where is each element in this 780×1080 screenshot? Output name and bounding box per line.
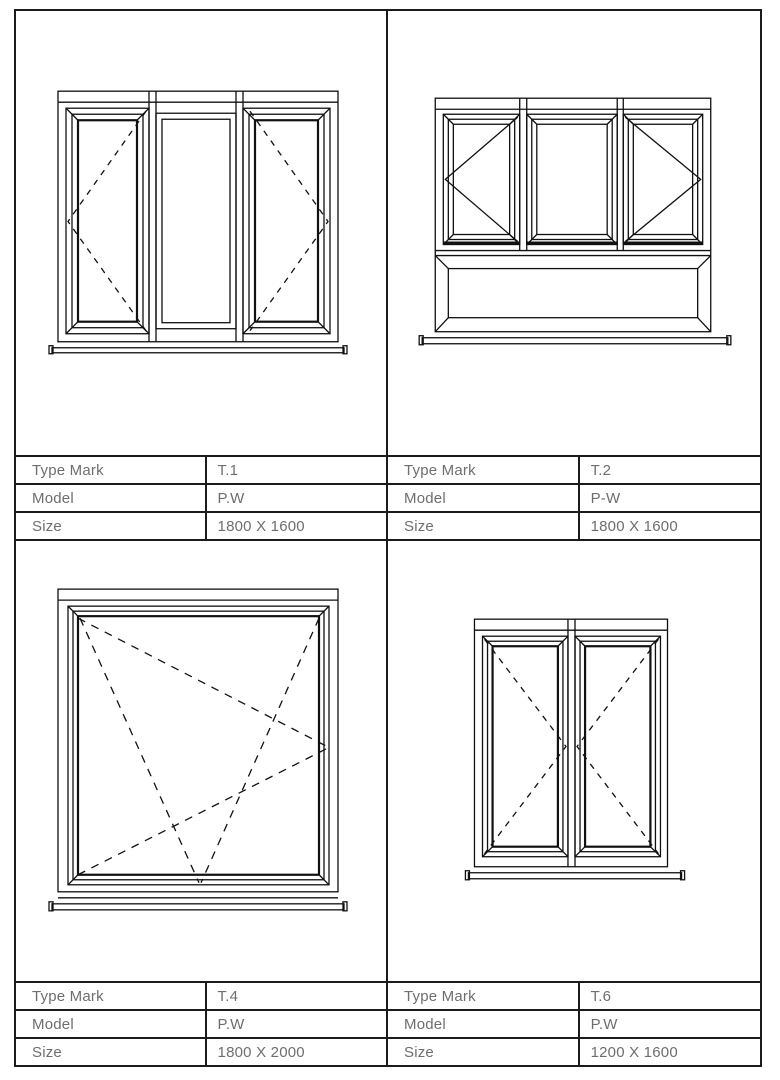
table-row: Size 1200 X 1600 [388, 1037, 760, 1065]
row-value: T.4 [217, 987, 239, 1005]
window-frame [434, 97, 712, 333]
window-sill [418, 335, 732, 346]
row-label: Model [388, 1011, 580, 1037]
window-frame [57, 90, 339, 343]
row-label: Model [16, 485, 207, 511]
row-label: Size [16, 513, 207, 539]
table-row: Size 1800 X 2000 [16, 1037, 386, 1065]
right-casement-sash [622, 113, 704, 246]
row-label: Type Mark [388, 457, 580, 483]
window-drawing-t1 [48, 90, 348, 355]
transom-bar [435, 249, 711, 257]
tilt-turn-symbol [77, 617, 330, 884]
casement-symbol [624, 116, 702, 243]
row-label: Size [16, 1039, 207, 1065]
right-casement-sash [574, 635, 662, 858]
window-frame [57, 588, 339, 893]
schedule-cell-t4: Type Mark T.4 Model P.W Size 1800 X 2000 [16, 541, 388, 1065]
lower-fixed-panel [434, 255, 712, 333]
row-value: 1800 X 1600 [590, 517, 678, 535]
left-casement-sash [481, 635, 569, 858]
row-value: 1200 X 1600 [590, 1043, 678, 1061]
table-row: Model P-W [388, 483, 760, 511]
window-elevation-t6 [388, 541, 760, 981]
row-value: P.W [217, 489, 245, 507]
row-value: T.6 [590, 987, 612, 1005]
row-label: Model [16, 1011, 207, 1037]
row-value: P.W [590, 1015, 618, 1033]
row-value: T.2 [590, 461, 612, 479]
right-casement-sash [242, 107, 331, 335]
row-value: 1800 X 2000 [217, 1043, 305, 1061]
schedule-cell-t6: Type Mark T.6 Model P.W Size 1200 X 1600 [388, 541, 760, 1065]
window-sill [464, 870, 686, 881]
center-fixed-panel [155, 112, 237, 330]
casement-symbol [67, 110, 147, 332]
left-casement-sash [442, 113, 521, 246]
window-sill [48, 897, 348, 912]
table-row: Type Mark T.1 [16, 457, 386, 483]
table-row: Size 1800 X 1600 [388, 511, 760, 539]
window-sill [48, 345, 348, 355]
table-row: Type Mark T.6 [388, 983, 760, 1009]
window-elevation-t1 [16, 11, 386, 455]
table-row: Type Mark T.2 [388, 457, 760, 483]
casement-symbol [444, 116, 519, 243]
row-value: T.1 [217, 461, 239, 479]
row-label: Size [388, 513, 580, 539]
table-row: Model P.W [388, 1009, 760, 1037]
row-label: Model [388, 485, 580, 511]
window-drawing-t4 [48, 588, 348, 912]
type-table-t2: Type Mark T.2 Model P-W Size 1800 X 1600 [388, 455, 760, 539]
table-row: Model P.W [16, 483, 386, 511]
type-table-t4: Type Mark T.4 Model P.W Size 1800 X 2000 [16, 981, 386, 1065]
table-row: Type Mark T.4 [16, 983, 386, 1009]
schedule-grid: Type Mark T.1 Model P.W Size 1800 X 1600 [14, 9, 762, 1067]
row-value: P.W [217, 1015, 245, 1033]
window-elevation-t2 [388, 11, 760, 455]
table-row: Size 1800 X 1600 [16, 511, 386, 539]
row-value: 1800 X 1600 [217, 517, 305, 535]
center-fixed-sash [526, 113, 618, 246]
row-label: Type Mark [16, 983, 207, 1009]
window-drawing-t2 [418, 97, 732, 346]
left-casement-sash [65, 107, 150, 335]
window-elevation-t4 [16, 541, 386, 981]
type-table-t6: Type Mark T.6 Model P.W Size 1200 X 1600 [388, 981, 760, 1065]
casement-symbol [249, 110, 329, 332]
schedule-cell-t2: Type Mark T.2 Model P-W Size 1800 X 1600 [388, 11, 760, 541]
casement-symbol [576, 638, 659, 855]
row-label: Type Mark [388, 983, 580, 1009]
table-row: Model P.W [16, 1009, 386, 1037]
tilt-turn-sash [67, 605, 330, 886]
row-label: Type Mark [16, 457, 207, 483]
casement-symbol [483, 638, 567, 855]
row-label: Size [388, 1039, 580, 1065]
window-drawing-t6 [464, 618, 686, 881]
window-frame [473, 618, 669, 868]
type-table-t1: Type Mark T.1 Model P.W Size 1800 X 1600 [16, 455, 386, 539]
row-value: P-W [590, 489, 621, 507]
schedule-cell-t1: Type Mark T.1 Model P.W Size 1800 X 1600 [16, 11, 388, 541]
